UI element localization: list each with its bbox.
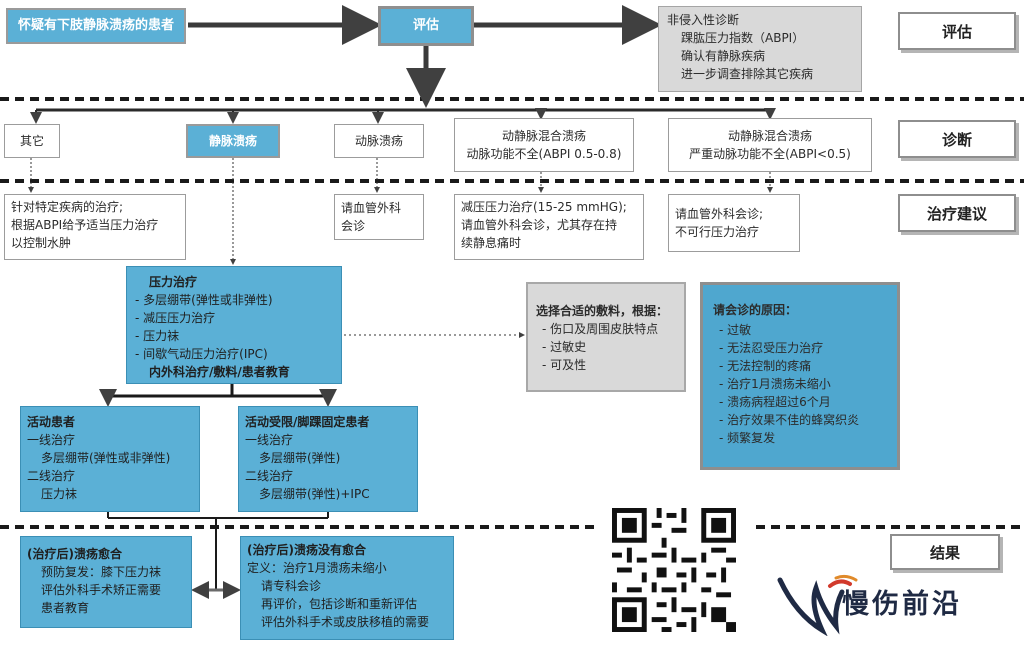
treatment-other-text: 以控制水肿: [11, 236, 72, 250]
noninvasive-diagnosis-box: 非侵入性诊断 踝肱压力指数（ABPI） 确认有静脉疾病 进一步调查排除其它疾病: [658, 6, 862, 92]
unhealed-line: 再评价，包括诊断和重新评估: [261, 597, 418, 611]
diagnosis-mixed-severe-box: 动静脉混合溃疡 严重动脉功能不全(ABPI<0.5): [668, 118, 872, 172]
section-label-treatment: 治疗建议: [898, 194, 1016, 232]
treatment-arterial-text: 会诊: [341, 219, 366, 233]
dressing-item: 可及性: [542, 356, 676, 374]
compression-title: 压力治疗: [149, 275, 198, 289]
limited-line: 多层绷带(弹性)+IPC: [259, 487, 370, 501]
section-label-text: 评估: [941, 22, 972, 41]
referral-list: 过敏 无法忍受压力治疗 无法控制的疼痛 治疗1月溃疡未缩小 溃疡病程超过6个月 …: [713, 321, 887, 447]
limited-mobility-box: 活动受限/脚踝固定患者 一线治疗 多层绷带(弹性) 二线治疗 多层绷带(弹性)+…: [238, 406, 418, 512]
evaluate-text: 评估: [412, 18, 439, 33]
dressing-selection-box: 选择合适的敷料，根据： 伤口及周围皮肤特点 过敏史 可及性: [526, 282, 686, 392]
unhealed-title: (治疗后)溃疡没有愈合: [247, 543, 366, 557]
diagnosis-mixed-text: 动脉功能不全(ABPI 0.5-0.8): [466, 147, 622, 161]
limited-title: 活动受限/脚踝固定患者: [245, 415, 370, 429]
referral-title: 请会诊的原因：: [713, 303, 798, 317]
referral-item: 溃疡病程超过6个月: [719, 393, 887, 411]
treatment-mixed-severe-box: 请血管外科会诊; 不可行压力治疗: [668, 194, 800, 252]
compression-item: 多层绷带(弹性或非弹性): [135, 291, 333, 309]
section-label-evaluate: 评估: [898, 12, 1016, 50]
referral-reasons-box: 请会诊的原因： 过敏 无法忍受压力治疗 无法控制的疼痛 治疗1月溃疡未缩小 溃疡…: [700, 282, 900, 470]
dressing-list: 伤口及周围皮肤特点 过敏史 可及性: [536, 320, 676, 374]
active-patient-box: 活动患者 一线治疗 多层绷带(弹性或非弹性) 二线治疗 压力袜: [20, 406, 200, 512]
diagnosis-arterial-box: 动脉溃疡: [334, 124, 424, 158]
compression-footer: 内外科治疗/敷料/患者教育: [149, 365, 290, 379]
active-line: 压力袜: [41, 487, 78, 501]
treatment-other-text: 针对特定疾病的治疗;: [11, 200, 124, 214]
treatment-arterial-box: 请血管外科 会诊: [334, 194, 424, 240]
referral-item: 治疗效果不佳的蜂窝织炎: [719, 411, 887, 429]
evaluate-box: 评估: [378, 6, 474, 46]
treatment-mixed-text: 请血管外科会诊，尤其存在持: [461, 218, 618, 232]
diagnosis-other-box: 其它: [4, 124, 60, 158]
treatment-mixed-moderate-box: 减压压力治疗(15-25 mmHG); 请血管外科会诊，尤其存在持 续静息痛时: [454, 194, 644, 260]
section-label-text: 结果: [929, 543, 960, 562]
noninvasive-item: 确认有静脉疾病: [681, 49, 766, 63]
compression-item: 减压压力治疗: [135, 309, 333, 327]
brand-logo-icon: [777, 574, 858, 636]
healed-line: 预防复发：膝下压力袜: [41, 565, 162, 579]
diagnosis-arterial-text: 动脉溃疡: [354, 134, 403, 148]
diagnosis-venous-text: 静脉溃疡: [208, 134, 257, 148]
treatment-other-text: 根据ABPI给予适当压力治疗: [11, 218, 159, 232]
referral-item: 无法控制的疼痛: [719, 357, 887, 375]
dressing-item: 过敏史: [542, 338, 676, 356]
unhealed-line: 定义：治疗1月溃疡未缩小: [247, 561, 387, 575]
diagnosis-venous-box: 静脉溃疡: [186, 124, 280, 158]
diagnosis-mixed-text: 严重动脉功能不全(ABPI<0.5): [689, 147, 851, 161]
diagnosis-other-text: 其它: [19, 134, 44, 148]
referral-item: 无法忍受压力治疗: [719, 339, 887, 357]
section-label-text: 诊断: [941, 130, 972, 149]
treatment-mixed-text: 减压压力治疗(15-25 mmHG);: [461, 200, 627, 214]
active-line: 一线治疗: [27, 433, 76, 447]
active-title: 活动患者: [27, 415, 76, 429]
treatment-mixed-text: 不可行压力治疗: [675, 225, 760, 239]
dressing-item: 伤口及周围皮肤特点: [542, 320, 676, 338]
active-line: 多层绷带(弹性或非弹性): [41, 451, 171, 465]
diagnosis-mixed-moderate-box: 动静脉混合溃疡 动脉功能不全(ABPI 0.5-0.8): [454, 118, 634, 172]
active-line: 二线治疗: [27, 469, 76, 483]
noninvasive-title: 非侵入性诊断: [667, 13, 740, 27]
ulcer-unhealed-box: (治疗后)溃疡没有愈合 定义：治疗1月溃疡未缩小 请专科会诊 再评价，包括诊断和…: [240, 536, 454, 640]
diagnosis-mixed-text: 动静脉混合溃疡: [501, 129, 586, 143]
compression-list: 多层绷带(弹性或非弹性) 减压压力治疗 压力袜 间歇气动压力治疗(IPC): [135, 291, 333, 363]
referral-item: 治疗1月溃疡未缩小: [719, 375, 887, 393]
healed-line: 评估外科手术矫正需要: [41, 583, 162, 597]
noninvasive-item: 踝肱压力指数（ABPI）: [681, 31, 805, 45]
limited-line: 二线治疗: [245, 469, 294, 483]
qr-code-icon: [612, 508, 736, 632]
unhealed-line: 请专科会诊: [261, 579, 322, 593]
referral-item: 过敏: [719, 321, 887, 339]
treatment-mixed-text: 请血管外科会诊;: [675, 207, 764, 221]
limited-line: 多层绷带(弹性): [259, 451, 341, 465]
noninvasive-item: 进一步调查排除其它疾病: [681, 67, 814, 81]
compression-item: 压力袜: [135, 327, 333, 345]
unhealed-line: 评估外科手术或皮肤移植的需要: [261, 615, 430, 629]
treatment-arterial-text: 请血管外科: [341, 201, 402, 215]
healed-line: 患者教育: [41, 601, 90, 615]
suspect-patient-text: 怀疑有下肢静脉溃疡的患者: [17, 18, 174, 33]
section-label-result: 结果: [890, 534, 1000, 570]
brand-name: 慢伤前沿: [842, 589, 962, 620]
limited-line: 一线治疗: [245, 433, 294, 447]
treatment-other-box: 针对特定疾病的治疗; 根据ABPI给予适当压力治疗 以控制水肿: [4, 194, 186, 260]
healed-title: (治疗后)溃疡愈合: [27, 547, 122, 561]
compression-therapy-box: 压力治疗 多层绷带(弹性或非弹性) 减压压力治疗 压力袜 间歇气动压力治疗(IP…: [126, 266, 342, 384]
section-label-diagnose: 诊断: [898, 120, 1016, 158]
section-label-text: 治疗建议: [926, 204, 987, 223]
suspect-patient-box: 怀疑有下肢静脉溃疡的患者: [6, 8, 186, 44]
ulcer-healed-box: (治疗后)溃疡愈合 预防复发：膝下压力袜 评估外科手术矫正需要 患者教育: [20, 536, 192, 628]
diagnosis-mixed-text: 动静脉混合溃疡: [727, 129, 812, 143]
referral-item: 频繁复发: [719, 429, 887, 447]
dressing-title: 选择合适的敷料，根据：: [536, 304, 669, 318]
treatment-mixed-text: 续静息痛时: [461, 236, 522, 250]
compression-item: 间歇气动压力治疗(IPC): [135, 345, 333, 363]
